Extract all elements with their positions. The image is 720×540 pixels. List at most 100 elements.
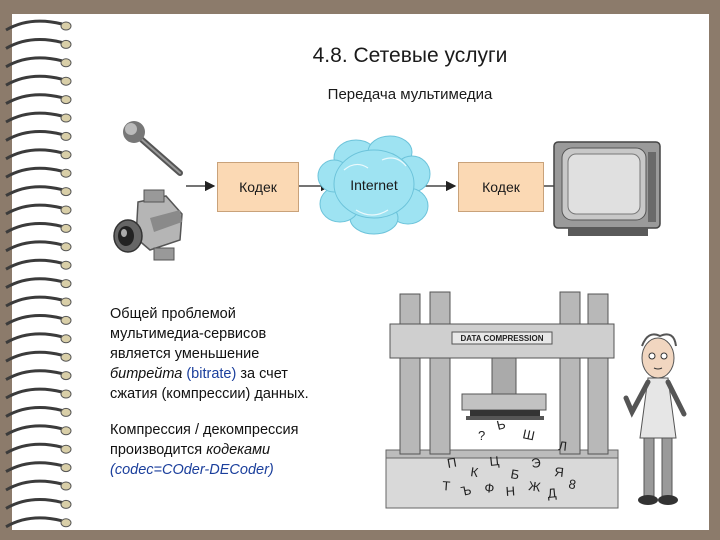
spiral-ring bbox=[5, 479, 63, 492]
text-line: мультимедиа-сервисов bbox=[110, 326, 267, 342]
term-bitrate-en: (bitrate) bbox=[186, 366, 237, 382]
spiral-ring bbox=[5, 332, 63, 345]
spiral-ring bbox=[5, 277, 63, 289]
binding-hole bbox=[60, 223, 72, 233]
spiral-ring bbox=[5, 424, 63, 437]
spiral-ring bbox=[5, 111, 63, 124]
binding-hole bbox=[60, 389, 72, 399]
binding-hole bbox=[60, 150, 72, 160]
binding-hole bbox=[60, 334, 72, 344]
spiral-ring bbox=[5, 129, 63, 142]
paragraph-codec: Компрессия / декомпрессия производится к… bbox=[110, 420, 390, 480]
spiral-ring bbox=[5, 369, 63, 381]
spiral-ring bbox=[5, 313, 63, 326]
binding-hole bbox=[60, 315, 72, 325]
compressed-letter: Т bbox=[442, 478, 451, 494]
binding-hole bbox=[60, 371, 72, 381]
press-label: DATA COMPRESSION bbox=[461, 334, 544, 343]
text-line: является уменьшение bbox=[110, 346, 260, 362]
text-line: сжатия (компрессии) данных. bbox=[110, 386, 309, 402]
text-line: Общей проблемой bbox=[110, 306, 236, 322]
text-line: Компрессия / декомпрессия bbox=[110, 422, 299, 438]
slide-subtitle: Передача мультимедиа bbox=[327, 86, 493, 103]
internet-label: Internet bbox=[350, 177, 398, 193]
tv-icon bbox=[553, 141, 661, 236]
spiral-ring bbox=[5, 74, 63, 87]
spiral-binding bbox=[5, 19, 72, 529]
binding-hole bbox=[60, 113, 72, 123]
compressed-letter: Э bbox=[530, 455, 541, 471]
spiral-ring bbox=[5, 442, 63, 455]
compressed-letter: Ф bbox=[484, 480, 496, 496]
spiral-ring bbox=[5, 497, 63, 510]
spiral-ring bbox=[5, 148, 63, 161]
spiral-ring bbox=[5, 221, 63, 234]
compressed-letter: Ж bbox=[528, 478, 542, 495]
paragraph-problem: Общей проблемой мультимедиа-сервисов явл… bbox=[110, 304, 390, 404]
compressed-letter: Ь bbox=[495, 416, 507, 433]
compressed-letter: Я bbox=[554, 464, 565, 480]
compressed-letter: Н bbox=[505, 483, 515, 499]
compressed-letter: Ш bbox=[521, 426, 536, 443]
compressed-letter: Л bbox=[558, 438, 568, 454]
term-codecs: кодеками bbox=[206, 442, 271, 458]
spiral-ring bbox=[5, 93, 63, 105]
binding-hole bbox=[60, 39, 72, 49]
spiral-ring bbox=[5, 240, 63, 253]
compressed-letter: ? bbox=[478, 428, 485, 443]
slide-title: 4.8. Сетевые услуги bbox=[312, 44, 508, 67]
microphone-icon bbox=[123, 121, 183, 176]
spiral-ring bbox=[5, 37, 63, 50]
codec-box-left: Кодек bbox=[217, 162, 299, 212]
term-bitrate: битрейта bbox=[110, 366, 183, 382]
compressed-letter: 8 bbox=[567, 476, 577, 492]
text-line: битрейта (bitrate) за счет bbox=[110, 364, 390, 384]
spiral-ring bbox=[5, 185, 63, 197]
compressed-letter: К bbox=[470, 464, 480, 480]
internet-cloud bbox=[317, 135, 431, 235]
binding-hole bbox=[60, 21, 72, 31]
binding-hole bbox=[60, 463, 72, 473]
binding-hole bbox=[60, 76, 72, 86]
spiral-ring bbox=[5, 405, 63, 418]
spiral-ring bbox=[5, 203, 63, 216]
spiral-ring bbox=[5, 56, 63, 69]
binding-hole bbox=[60, 297, 72, 307]
person-icon bbox=[623, 333, 687, 505]
spiral-ring bbox=[5, 461, 63, 473]
spiral-ring bbox=[5, 387, 63, 400]
binding-hole bbox=[60, 352, 72, 362]
compressed-letter: Ъ bbox=[460, 482, 473, 499]
binding-hole bbox=[60, 58, 72, 68]
binding-hole bbox=[60, 518, 72, 528]
compressed-letter: П bbox=[446, 455, 458, 471]
spiral-ring bbox=[5, 350, 63, 363]
compressed-letter: Ц bbox=[489, 453, 501, 469]
compressed-letter: Д bbox=[547, 485, 558, 501]
binding-hole bbox=[60, 444, 72, 454]
spiral-ring bbox=[5, 295, 63, 308]
binding-hole bbox=[60, 499, 72, 509]
camcorder-icon bbox=[113, 189, 183, 261]
binding-hole bbox=[60, 242, 72, 252]
binding-hole bbox=[60, 407, 72, 417]
binding-hole bbox=[60, 260, 72, 270]
compressed-letter: Б bbox=[509, 466, 520, 482]
codec-box-right: Кодек bbox=[458, 162, 544, 212]
binding-hole bbox=[60, 131, 72, 141]
binding-hole bbox=[60, 205, 72, 215]
binding-hole bbox=[60, 168, 72, 178]
spiral-ring bbox=[5, 166, 63, 179]
text-line: производится кодеками bbox=[110, 440, 390, 460]
spiral-ring bbox=[5, 19, 63, 32]
binding-hole bbox=[60, 187, 72, 197]
text-fragment: за счет bbox=[240, 366, 288, 382]
binding-hole bbox=[60, 481, 72, 491]
spiral-ring bbox=[5, 258, 63, 271]
binding-hole bbox=[60, 426, 72, 436]
term-codec-definition: (codec=COder-DECoder) bbox=[110, 462, 274, 478]
text-fragment: производится bbox=[110, 442, 203, 458]
spiral-ring bbox=[5, 516, 63, 529]
